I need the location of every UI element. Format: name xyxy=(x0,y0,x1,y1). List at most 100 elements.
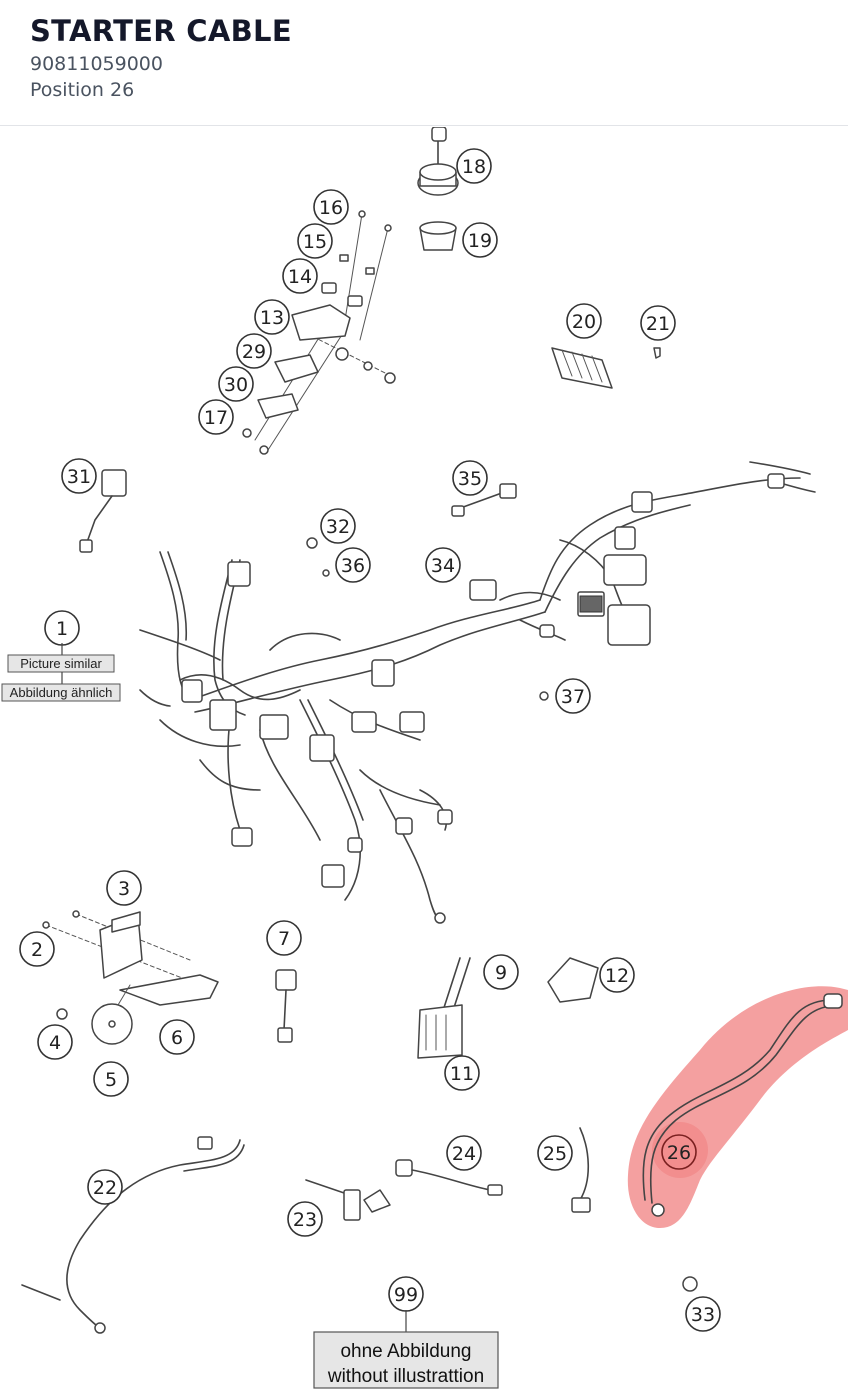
callout-circle xyxy=(254,299,290,335)
callout-31: 31 xyxy=(61,458,97,494)
callout-number: 35 xyxy=(458,468,482,490)
callout-2: 2 xyxy=(19,931,55,967)
ohne-abbildung-text: ohne Abbildung xyxy=(340,1341,471,1362)
part-header: STARTER CABLE 90811059000 Position 26 xyxy=(0,0,848,126)
parts-2-6-control-unit-bracket xyxy=(42,910,219,1045)
callout-number: 15 xyxy=(303,231,327,253)
callout-circle xyxy=(566,303,602,339)
picture-similar-text: Picture similar xyxy=(20,656,102,671)
callout-circle xyxy=(19,931,55,967)
part-18-19-ignition-lock xyxy=(417,127,459,251)
part-21-clip xyxy=(653,347,661,359)
callout-5: 5 xyxy=(93,1061,129,1097)
callout-17: 17 xyxy=(198,399,234,435)
callout-number: 12 xyxy=(605,965,629,987)
callout-4: 4 xyxy=(37,1024,73,1060)
part-23-connector xyxy=(305,1179,391,1221)
callout-number: 13 xyxy=(260,307,284,329)
callout-number: 33 xyxy=(691,1304,715,1326)
part-33-nut xyxy=(682,1276,698,1292)
callout-34: 34 xyxy=(425,547,461,583)
callout-9: 9 xyxy=(483,954,519,990)
callout-number: 32 xyxy=(326,516,350,538)
callout-26: 26 xyxy=(661,1134,697,1170)
without-illustration-text: without illustrattion xyxy=(327,1366,484,1387)
callout-circle xyxy=(335,547,371,583)
callout-circle xyxy=(218,366,254,402)
callout-37: 37 xyxy=(555,678,591,714)
callout-circle xyxy=(483,954,519,990)
part-24-cable xyxy=(395,1159,503,1196)
parts-13-17-29-30-mounting-hardware xyxy=(242,210,396,455)
callout-33: 33 xyxy=(685,1296,721,1332)
callout-number: 36 xyxy=(341,555,365,577)
callout-circle xyxy=(444,1055,480,1091)
callout-30: 30 xyxy=(218,366,254,402)
callout-circle xyxy=(425,547,461,583)
part-position: Position 26 xyxy=(30,79,135,101)
callout-number: 9 xyxy=(495,962,507,984)
callout-number: 25 xyxy=(543,1143,567,1165)
callout-circle xyxy=(599,957,635,993)
callout-3: 3 xyxy=(106,870,142,906)
callout-99: 99 xyxy=(388,1276,424,1312)
part-37-washer xyxy=(539,691,549,701)
part-22-cable xyxy=(21,1136,245,1334)
callout-13: 13 xyxy=(254,299,290,335)
callout-number: 16 xyxy=(319,197,343,219)
callout-number: 23 xyxy=(293,1209,317,1231)
callout-number: 31 xyxy=(67,466,91,488)
callout-number: 30 xyxy=(224,374,248,396)
callout-24: 24 xyxy=(446,1135,482,1171)
callout-circle xyxy=(313,189,349,225)
callout-number: 26 xyxy=(667,1142,691,1164)
callout-11: 11 xyxy=(444,1055,480,1091)
callout-circle xyxy=(198,399,234,435)
callout-circle xyxy=(446,1135,482,1171)
callout-circle xyxy=(282,258,318,294)
callout-number: 20 xyxy=(572,311,596,333)
callout-21: 21 xyxy=(640,305,676,341)
callout-number: 19 xyxy=(468,230,492,252)
callout-number: 3 xyxy=(118,878,130,900)
part-25-cable xyxy=(571,1127,591,1213)
callout-25: 25 xyxy=(537,1135,573,1171)
callout-number: 4 xyxy=(49,1032,61,1054)
callout-number: 21 xyxy=(646,313,670,335)
callout-circle xyxy=(456,148,492,184)
callout-12: 12 xyxy=(599,957,635,993)
callout-35: 35 xyxy=(452,460,488,496)
callout-29: 29 xyxy=(236,333,272,369)
callout-20: 20 xyxy=(566,303,602,339)
callout-circle xyxy=(236,333,272,369)
part-26-starter-cable xyxy=(642,993,843,1217)
callout-number: 17 xyxy=(204,407,228,429)
callout-circle xyxy=(452,460,488,496)
callout-number: 34 xyxy=(431,555,455,577)
callout-19: 19 xyxy=(462,222,498,258)
highlight-part-26 xyxy=(627,986,848,1228)
callout-number: 18 xyxy=(462,156,486,178)
callout-number: 1 xyxy=(56,618,68,640)
callout-circle xyxy=(320,508,356,544)
part-9-11-relay-wires xyxy=(417,957,471,1059)
callout-circle xyxy=(462,222,498,258)
callout-14: 14 xyxy=(282,258,318,294)
part-31-sensor xyxy=(79,469,127,553)
part-32-grommet xyxy=(306,537,318,549)
callout-7: 7 xyxy=(266,920,302,956)
callout-number: 6 xyxy=(171,1027,183,1049)
callout-circle xyxy=(61,458,97,494)
part-36-nut xyxy=(322,569,330,577)
part-1-main-wiring-harness xyxy=(139,461,816,924)
callout-circle xyxy=(37,1024,73,1060)
callout-number: 7 xyxy=(278,928,290,950)
callout-circle xyxy=(106,870,142,906)
callout-number: 11 xyxy=(450,1063,474,1085)
part-12-module xyxy=(547,957,599,1003)
callout-number: 99 xyxy=(394,1284,418,1306)
callout-circle xyxy=(159,1019,195,1055)
callout-number: 2 xyxy=(31,939,43,961)
exploded-parts-diagram: 1816191514202113293017313532363413732791… xyxy=(1,127,848,1389)
